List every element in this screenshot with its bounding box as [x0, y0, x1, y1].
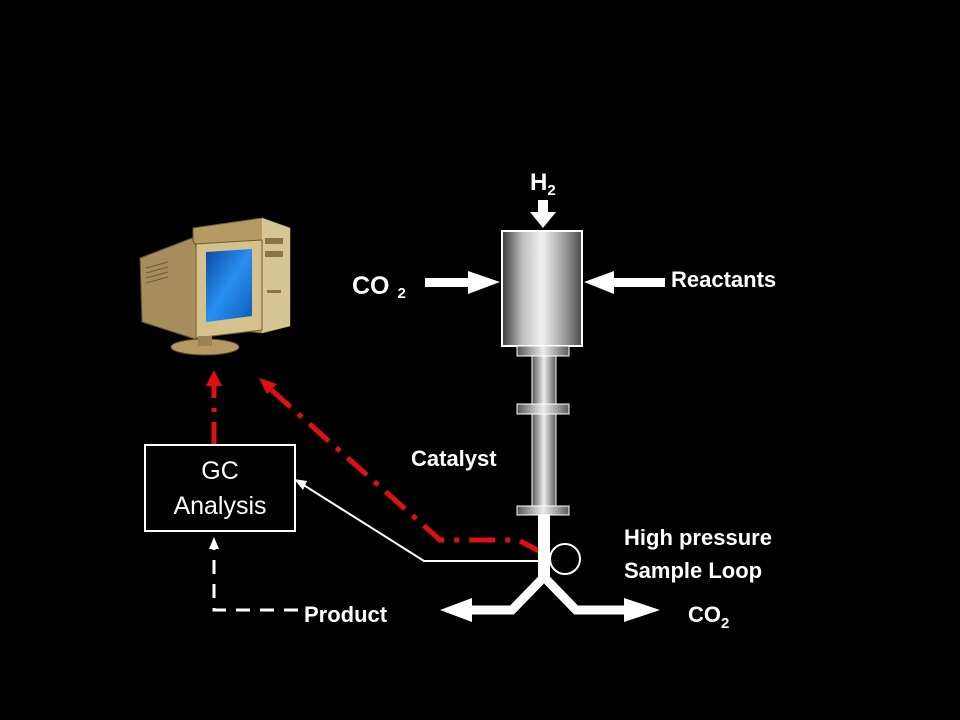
sample-line: [294, 479, 550, 562]
product-arrow: [440, 598, 472, 622]
catalyst-label: Catalyst: [411, 446, 497, 471]
co2-out-arrow: [624, 598, 660, 622]
gc-analysis-box: GC Analysis: [144, 444, 296, 532]
data-link-gc-to-computer: [206, 370, 222, 444]
outlet-split: [470, 573, 625, 615]
data-link-loop-to-computer: [259, 378, 545, 556]
sample-loop: [549, 543, 581, 575]
reactants-inlet-arrow: [584, 271, 665, 294]
product-label: Product: [304, 602, 388, 627]
high-pressure-label: High pressure: [624, 525, 772, 550]
product-to-gc-line: [209, 537, 298, 612]
gc-label: GC: [201, 457, 239, 485]
co2-outlet-label: CO2: [688, 602, 729, 632]
h2-inlet-arrow: [530, 200, 556, 228]
catalyst-column: [516, 355, 570, 577]
reactants-label: Reactants: [671, 267, 776, 292]
h2-label: H2: [530, 169, 556, 199]
analysis-label: Analysis: [173, 492, 266, 520]
computer-workstation-icon: [139, 217, 291, 356]
co2-inlet-arrow: [425, 271, 500, 294]
sample-loop-label: Sample Loop: [624, 558, 762, 583]
reactor-vessel: [501, 230, 583, 357]
